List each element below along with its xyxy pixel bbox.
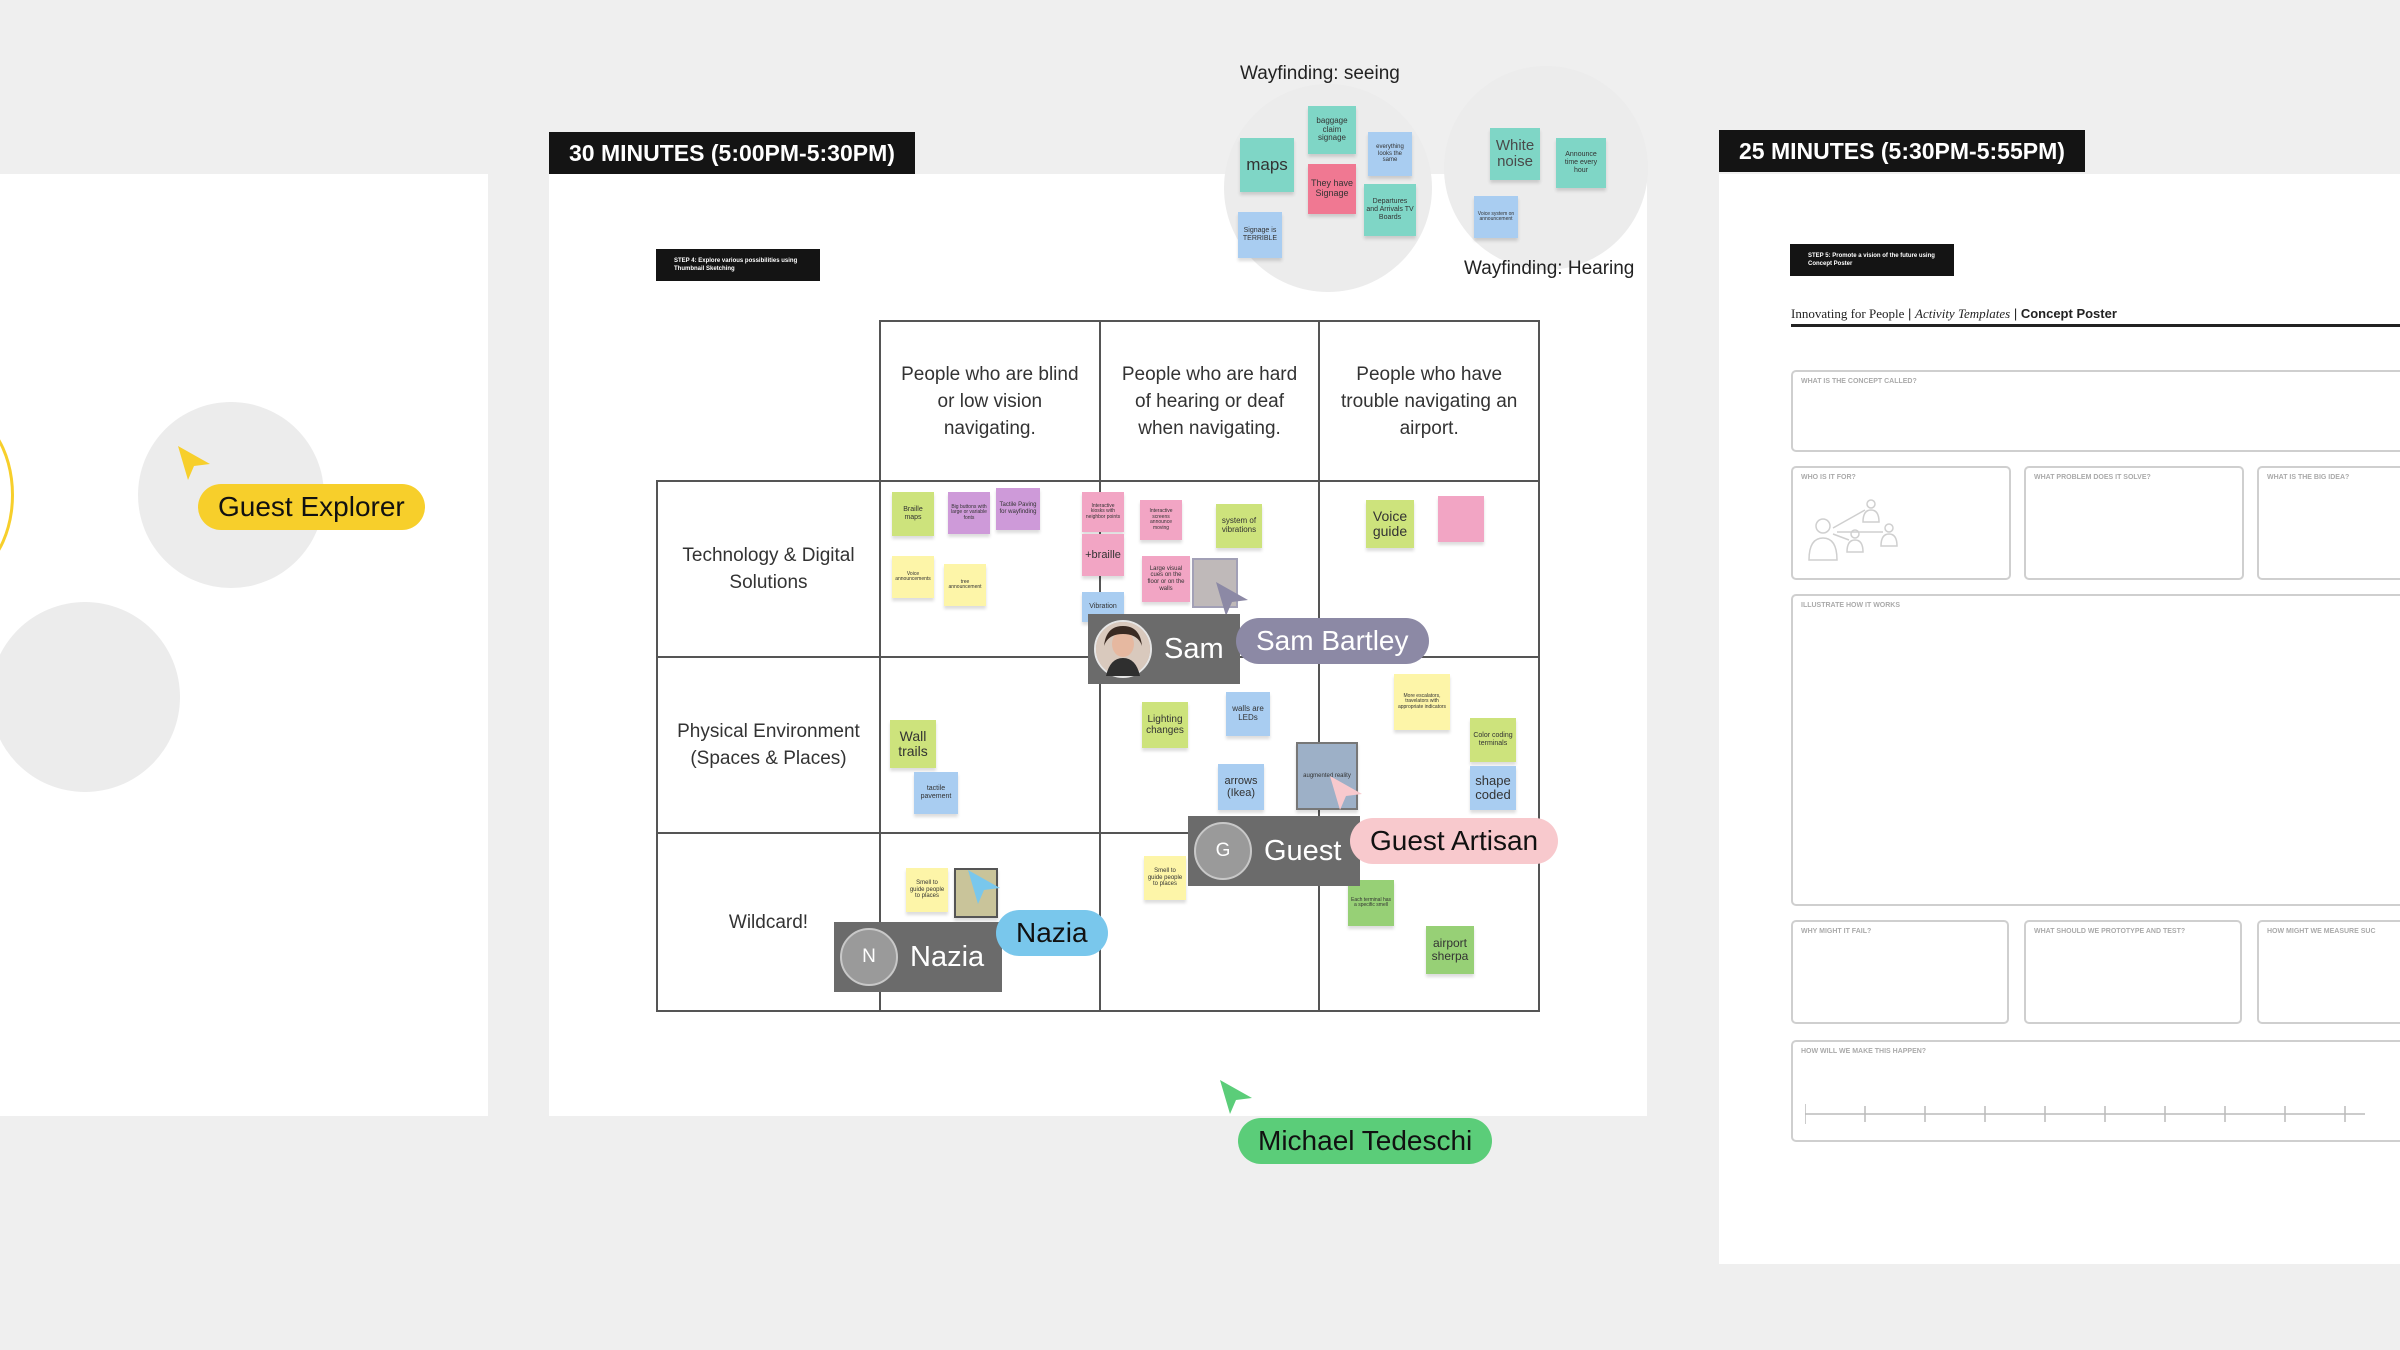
poster-header: Innovating for People | Activity Templat… xyxy=(1791,306,2400,327)
sticky-interactive-screens[interactable]: Interactive screens announce moving xyxy=(1140,500,1182,540)
sticky-shape-coded[interactable]: shape coded xyxy=(1470,766,1516,810)
avatar-guest: G xyxy=(1194,822,1252,880)
sticky-smell-guide[interactable]: Smell to guide people to places xyxy=(906,868,948,912)
box-who-for[interactable]: WHO IS IT FOR? xyxy=(1791,466,2011,580)
row-header-physical: Physical Environment (Spaces & Places) xyxy=(656,656,881,834)
label-sam: Sam xyxy=(1088,614,1240,684)
poster-header-mid: Activity Templates xyxy=(1915,306,2011,321)
sticky-smell-guide-2[interactable]: Smell to guide people to places xyxy=(1144,856,1186,900)
label-guest: G Guest xyxy=(1188,816,1360,886)
box-illustrate[interactable]: ILLUSTRATE HOW IT WORKS xyxy=(1791,594,2400,906)
label-sam-bartley: Sam Bartley xyxy=(1236,618,1429,664)
box-concept-called[interactable]: WHAT IS THE CONCEPT CALLED? xyxy=(1791,370,2400,452)
sticky-more-escalators[interactable]: More escalators, travelators with approp… xyxy=(1394,674,1450,730)
matrix-corner xyxy=(657,321,881,482)
hearing-cluster xyxy=(1444,66,1648,270)
cursor-michael-icon xyxy=(1220,1080,1252,1114)
row-header-tech: Technology & Digital Solutions xyxy=(656,480,881,658)
left-circle-2 xyxy=(0,602,180,792)
sticky-lighting-changes[interactable]: Lighting changes xyxy=(1142,702,1188,748)
col-header-airport: People who have trouble navigating an ai… xyxy=(1318,320,1540,482)
sticky-augmented[interactable]: augmented reality xyxy=(1296,742,1358,810)
sticky-wall-trails[interactable]: Wall trails xyxy=(890,720,936,768)
avatar-nazia: N xyxy=(840,928,898,986)
sticky-system-vibrations[interactable]: system of vibrations xyxy=(1216,504,1262,548)
sticky-looks-same[interactable]: everything looks the same xyxy=(1368,132,1412,176)
box-prototype[interactable]: WHAT SHOULD WE PROTOTYPE AND TEST? xyxy=(2024,920,2242,1024)
box-measure[interactable]: HOW MIGHT WE MEASURE SUC xyxy=(2257,920,2400,1024)
poster-header-right: Concept Poster xyxy=(2020,306,2117,321)
sticky-announce-time[interactable]: Announce time every hour xyxy=(1556,138,1606,188)
box-why-fail[interactable]: WHY MIGHT IT FAIL? xyxy=(1791,920,2009,1024)
sticky-voice-guide[interactable]: Voice guide xyxy=(1366,500,1414,548)
avatar-sam xyxy=(1094,620,1152,678)
frame-title-left: 30 MINUTES (5:00PM-5:30PM) xyxy=(549,132,915,174)
col-header-deaf: People who are hard of hearing or deaf w… xyxy=(1098,320,1321,482)
sticky-tactile-pavement[interactable]: tactile pavement xyxy=(914,772,958,814)
sticky-each-terminal[interactable]: Each terminal has a specific smell xyxy=(1348,880,1394,926)
sticky-interactive-kiosks[interactable]: Interactive kiosks with neighbor points xyxy=(1082,492,1124,532)
sticky-voice-announcements[interactable]: Voice announcements xyxy=(892,556,934,598)
frame-title-right: 25 MINUTES (5:30PM-5:55PM) xyxy=(1719,130,2085,172)
label-nazia-text: Nazia xyxy=(910,940,985,973)
avatar-photo-icon xyxy=(1096,622,1150,676)
label-guest-artisan: Guest Artisan xyxy=(1350,818,1559,864)
poster-step-tag: STEP 5: Promote a vision of the future u… xyxy=(1790,244,1954,276)
box-what-problem[interactable]: WHAT PROBLEM DOES IT SOLVE? xyxy=(2024,466,2244,580)
seeing-label: Wayfinding: seeing xyxy=(1240,63,1400,84)
box-make-happen[interactable]: HOW WILL WE MAKE THIS HAPPEN? xyxy=(1791,1040,2400,1142)
sticky-tree-announcement[interactable]: tree announcement xyxy=(944,564,986,606)
sticky-airport-sherpa[interactable]: airport sherpa xyxy=(1426,926,1474,974)
sticky-tactile-paving[interactable]: Tactile Paving for wayfinding xyxy=(996,488,1040,530)
matrix-step-tag: STEP 4: Explore various possibilities us… xyxy=(656,249,820,281)
label-nazia: Nazia xyxy=(996,910,1108,956)
col-header-blind: People who are blind or low vision navig… xyxy=(878,320,1101,482)
sticky-voice-system[interactable]: Voice system on announcement xyxy=(1474,196,1518,238)
sticky-maps[interactable]: maps xyxy=(1240,138,1294,192)
sticky-walls-leds[interactable]: walls are LEDs xyxy=(1226,692,1270,736)
sticky-blank-pink[interactable] xyxy=(1438,496,1484,542)
sticky-braille-maps[interactable]: Braille maps xyxy=(892,492,934,536)
sticky-signage[interactable]: They have Signage xyxy=(1308,164,1356,214)
cursor-guest-artisan-icon xyxy=(1330,776,1362,810)
sticky-color-coding[interactable]: Color coding terminals xyxy=(1470,718,1516,762)
poster-header-left: Innovating for People xyxy=(1791,306,1905,321)
box-big-idea[interactable]: WHAT IS THE BIG IDEA? xyxy=(2257,466,2400,580)
sticky-plus-braille[interactable]: +braille xyxy=(1082,534,1124,576)
sticky-large-visual-cues[interactable]: Large visual cues on the floor or on the… xyxy=(1142,556,1190,602)
cursor-sam-icon xyxy=(1216,582,1248,616)
concept-board xyxy=(1719,174,2400,1264)
sticky-tv-boards[interactable]: Departures and Arrivals TV Boards xyxy=(1364,184,1416,236)
people-icon xyxy=(1808,499,1898,561)
sticky-arrows-ikea[interactable]: arrows (Ikea) xyxy=(1218,764,1264,810)
sticky-big-buttons[interactable]: Big buttons with large or variable fonts xyxy=(948,492,990,534)
label-guest-explorer: Guest Explorer xyxy=(198,484,425,530)
sticky-terrible[interactable]: Signage is TERRIBLE xyxy=(1238,212,1282,258)
label-michael: Michael Tedeschi xyxy=(1238,1118,1493,1164)
cursor-nazia-icon xyxy=(968,870,1000,904)
label-guest-text: Guest xyxy=(1264,834,1342,867)
cursor-guest-explorer-icon xyxy=(178,446,210,480)
sticky-baggage[interactable]: baggage claim signage xyxy=(1308,106,1356,154)
hearing-label: Wayfinding: Hearing xyxy=(1464,258,1635,279)
sticky-white-noise[interactable]: White noise xyxy=(1490,128,1540,180)
label-sam-text: Sam xyxy=(1164,632,1224,665)
timeline-icon xyxy=(1805,1104,2365,1124)
label-nazia-box: N Nazia xyxy=(834,922,1002,992)
